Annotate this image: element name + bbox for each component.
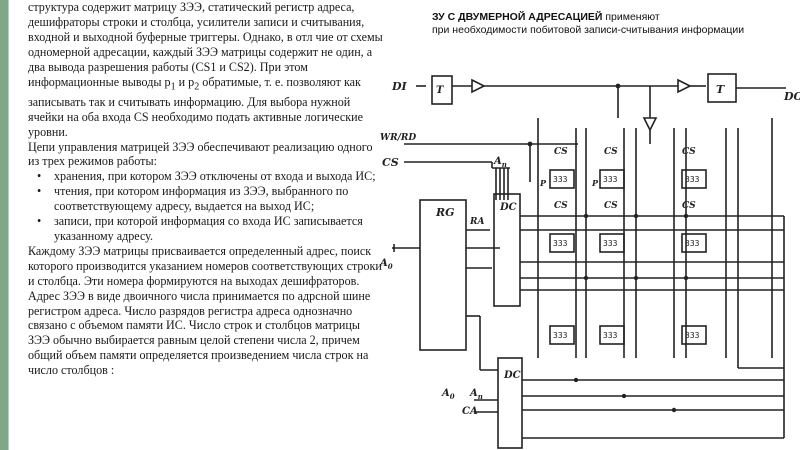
slide-title: ЗУ С ДВУМЕРНОЙ АДРЕСАЦИЕЙ применяют при …: [432, 11, 745, 36]
label-dc-row: DC: [499, 202, 517, 213]
cell-label: 333: [553, 175, 568, 184]
cell-label: 333: [603, 239, 618, 248]
cell-label: 333: [603, 175, 618, 184]
label-cs2-a: CS: [554, 147, 568, 157]
label-cs2-c: CS: [682, 147, 696, 157]
list-item: чтения, при котором информация из ЗЭЭ, в…: [37, 184, 384, 214]
cell-label: 333: [553, 331, 568, 340]
cell-label: 333: [685, 239, 700, 248]
paragraph-structure: структура содержит матрицу ЗЭЭ, статичес…: [28, 0, 383, 139]
label-rg: RG: [435, 206, 455, 219]
label-di: DI: [391, 80, 408, 93]
label-an-top: An: [493, 156, 507, 169]
circuit-schematic: DI T T DO WR/RD CS An RG DC RA A0 DC A0 …: [380, 73, 800, 449]
label-p2: P: [591, 178, 599, 188]
decorative-side-line: [8, 0, 9, 450]
list-item: хранения, при котором ЗЭЭ отключены от в…: [37, 169, 384, 184]
list-item: записи, при которой информация со входа …: [37, 214, 384, 244]
label-ra: RA: [469, 217, 484, 227]
paragraph-addressing: Каждому ЗЭЭ матрицы присваивается опреде…: [28, 243, 382, 378]
label-cs2-b: CS: [604, 147, 618, 157]
modes-list: хранения, при котором ЗЭЭ отключены от в…: [28, 169, 384, 244]
label-an-bottom: An: [469, 388, 483, 401]
label-dc-col: DC: [503, 370, 521, 381]
paragraph-control-modes: Цепи управления матрицей ЗЭЭ обеспечиваю…: [28, 139, 373, 169]
label-cs1-c: CS: [682, 201, 696, 211]
label-wr-rd: WR/RD: [380, 133, 416, 143]
cell-label: 333: [685, 331, 700, 340]
label-cs1-b: CS: [604, 201, 618, 211]
label-a-left: A0: [380, 258, 393, 271]
label-do: DO: [783, 90, 800, 103]
label-a-bottom: A0: [441, 388, 455, 401]
label-cs1-a: CS: [554, 201, 568, 211]
label-p1: P: [539, 178, 547, 188]
cell-label: 333: [553, 239, 568, 248]
label-t-left: T: [436, 85, 445, 96]
label-t-top: T: [716, 83, 725, 96]
cell-label: 333: [685, 175, 700, 184]
label-cs: CS: [382, 156, 399, 169]
body-text-column: структура содержит матрицу ЗЭЭ, статичес…: [28, 0, 384, 450]
cell-label: 333: [603, 331, 618, 340]
label-ca: CA: [462, 406, 478, 417]
memory-circuit-diagram: DI T T DO WR/RD CS An RG DC RA A0 DC A0 …: [380, 58, 800, 450]
decorative-side-bar: [0, 0, 8, 450]
